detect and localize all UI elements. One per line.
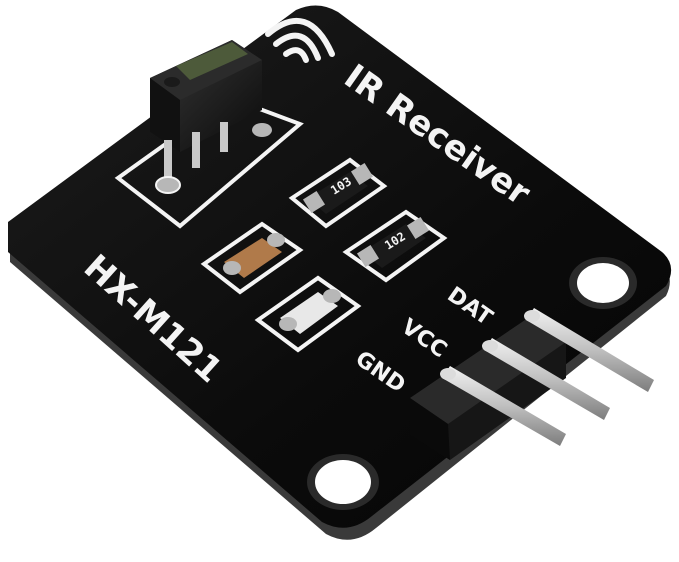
mounting-hole-bottom — [307, 454, 379, 510]
ir-sensor — [150, 40, 272, 194]
wireless-signal-icon — [265, 17, 335, 63]
resistor-103: 103 — [288, 157, 388, 229]
status-led — [254, 275, 362, 353]
resistor-102: 102 — [342, 209, 448, 283]
header-pin-vcc — [482, 338, 610, 420]
capacitor — [200, 221, 304, 295]
mounting-hole-right — [569, 257, 637, 309]
header-pin-gnd — [440, 366, 566, 446]
pin-header — [410, 308, 654, 460]
header-pin-dat — [524, 308, 654, 392]
